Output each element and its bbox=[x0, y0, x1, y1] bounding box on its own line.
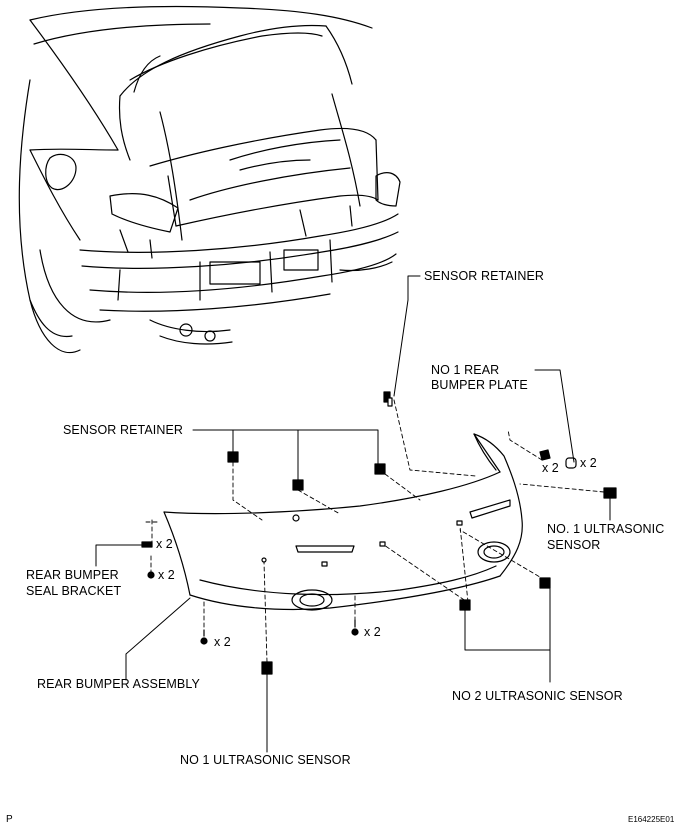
plate-part bbox=[565, 457, 577, 469]
label-rear-bumper-seal-bracket-line1: REAR BUMPER bbox=[26, 568, 119, 582]
no2-ultrasonic-sensor-left-part bbox=[459, 599, 471, 611]
label-rear-bumper-assembly: REAR BUMPER ASSEMBLY bbox=[37, 677, 200, 691]
label-no1-ultrasonic-right-line2: SENSOR bbox=[547, 538, 601, 552]
qty-plate-clip: x 2 bbox=[542, 461, 559, 475]
seal-bracket-screw-part bbox=[147, 571, 155, 579]
label-sensor-retainer-top: SENSOR RETAINER bbox=[424, 269, 545, 283]
qty-seal-bracket-screw: x 2 bbox=[158, 568, 175, 582]
seal-bracket-clip-part bbox=[141, 541, 153, 548]
qty-plate: x 2 bbox=[580, 456, 597, 470]
no2-ultrasonic-sensor-right-part bbox=[539, 577, 551, 589]
page-mark: P bbox=[6, 814, 13, 825]
qty-lower-center-screw: x 2 bbox=[364, 625, 381, 639]
label-no1-ultrasonic-right-line1: NO. 1 ULTRASONIC bbox=[547, 522, 665, 536]
no1-ultrasonic-sensor-right-part bbox=[603, 487, 617, 499]
leader-lines bbox=[95, 275, 611, 753]
label-no1-ultrasonic-bottom: NO 1 ULTRASONIC SENSOR bbox=[180, 753, 351, 767]
qty-lower-left-screw: x 2 bbox=[214, 635, 231, 649]
label-rear-bumper-seal-bracket-line2: SEAL BRACKET bbox=[26, 584, 122, 598]
sensor-retainer-center-part bbox=[292, 479, 304, 491]
vehicle-rear-illustration bbox=[18, 5, 401, 354]
install-lines bbox=[145, 399, 605, 663]
qty-seal-bracket: x 2 bbox=[156, 537, 173, 551]
no1-ultrasonic-sensor-bottom-part bbox=[261, 661, 273, 675]
figure-code: E164225E01 bbox=[628, 815, 675, 824]
label-no2-ultrasonic-sensor: NO 2 ULTRASONIC SENSOR bbox=[452, 689, 623, 703]
parts bbox=[141, 391, 617, 675]
sensor-retainer-left-part bbox=[227, 451, 239, 463]
lower-center-screw-part bbox=[351, 619, 359, 636]
label-sensor-retainer-left: SENSOR RETAINER bbox=[63, 423, 184, 437]
plate-clip-part bbox=[539, 449, 551, 461]
rear-bumper-assembly bbox=[163, 433, 523, 611]
sensor-retainer-top-part bbox=[383, 391, 393, 407]
sensor-retainer-right-part bbox=[374, 463, 386, 475]
label-no1-rear-bumper-plate-line1: NO 1 REAR bbox=[431, 363, 500, 377]
label-no1-rear-bumper-plate-line2: BUMPER PLATE bbox=[431, 378, 528, 392]
